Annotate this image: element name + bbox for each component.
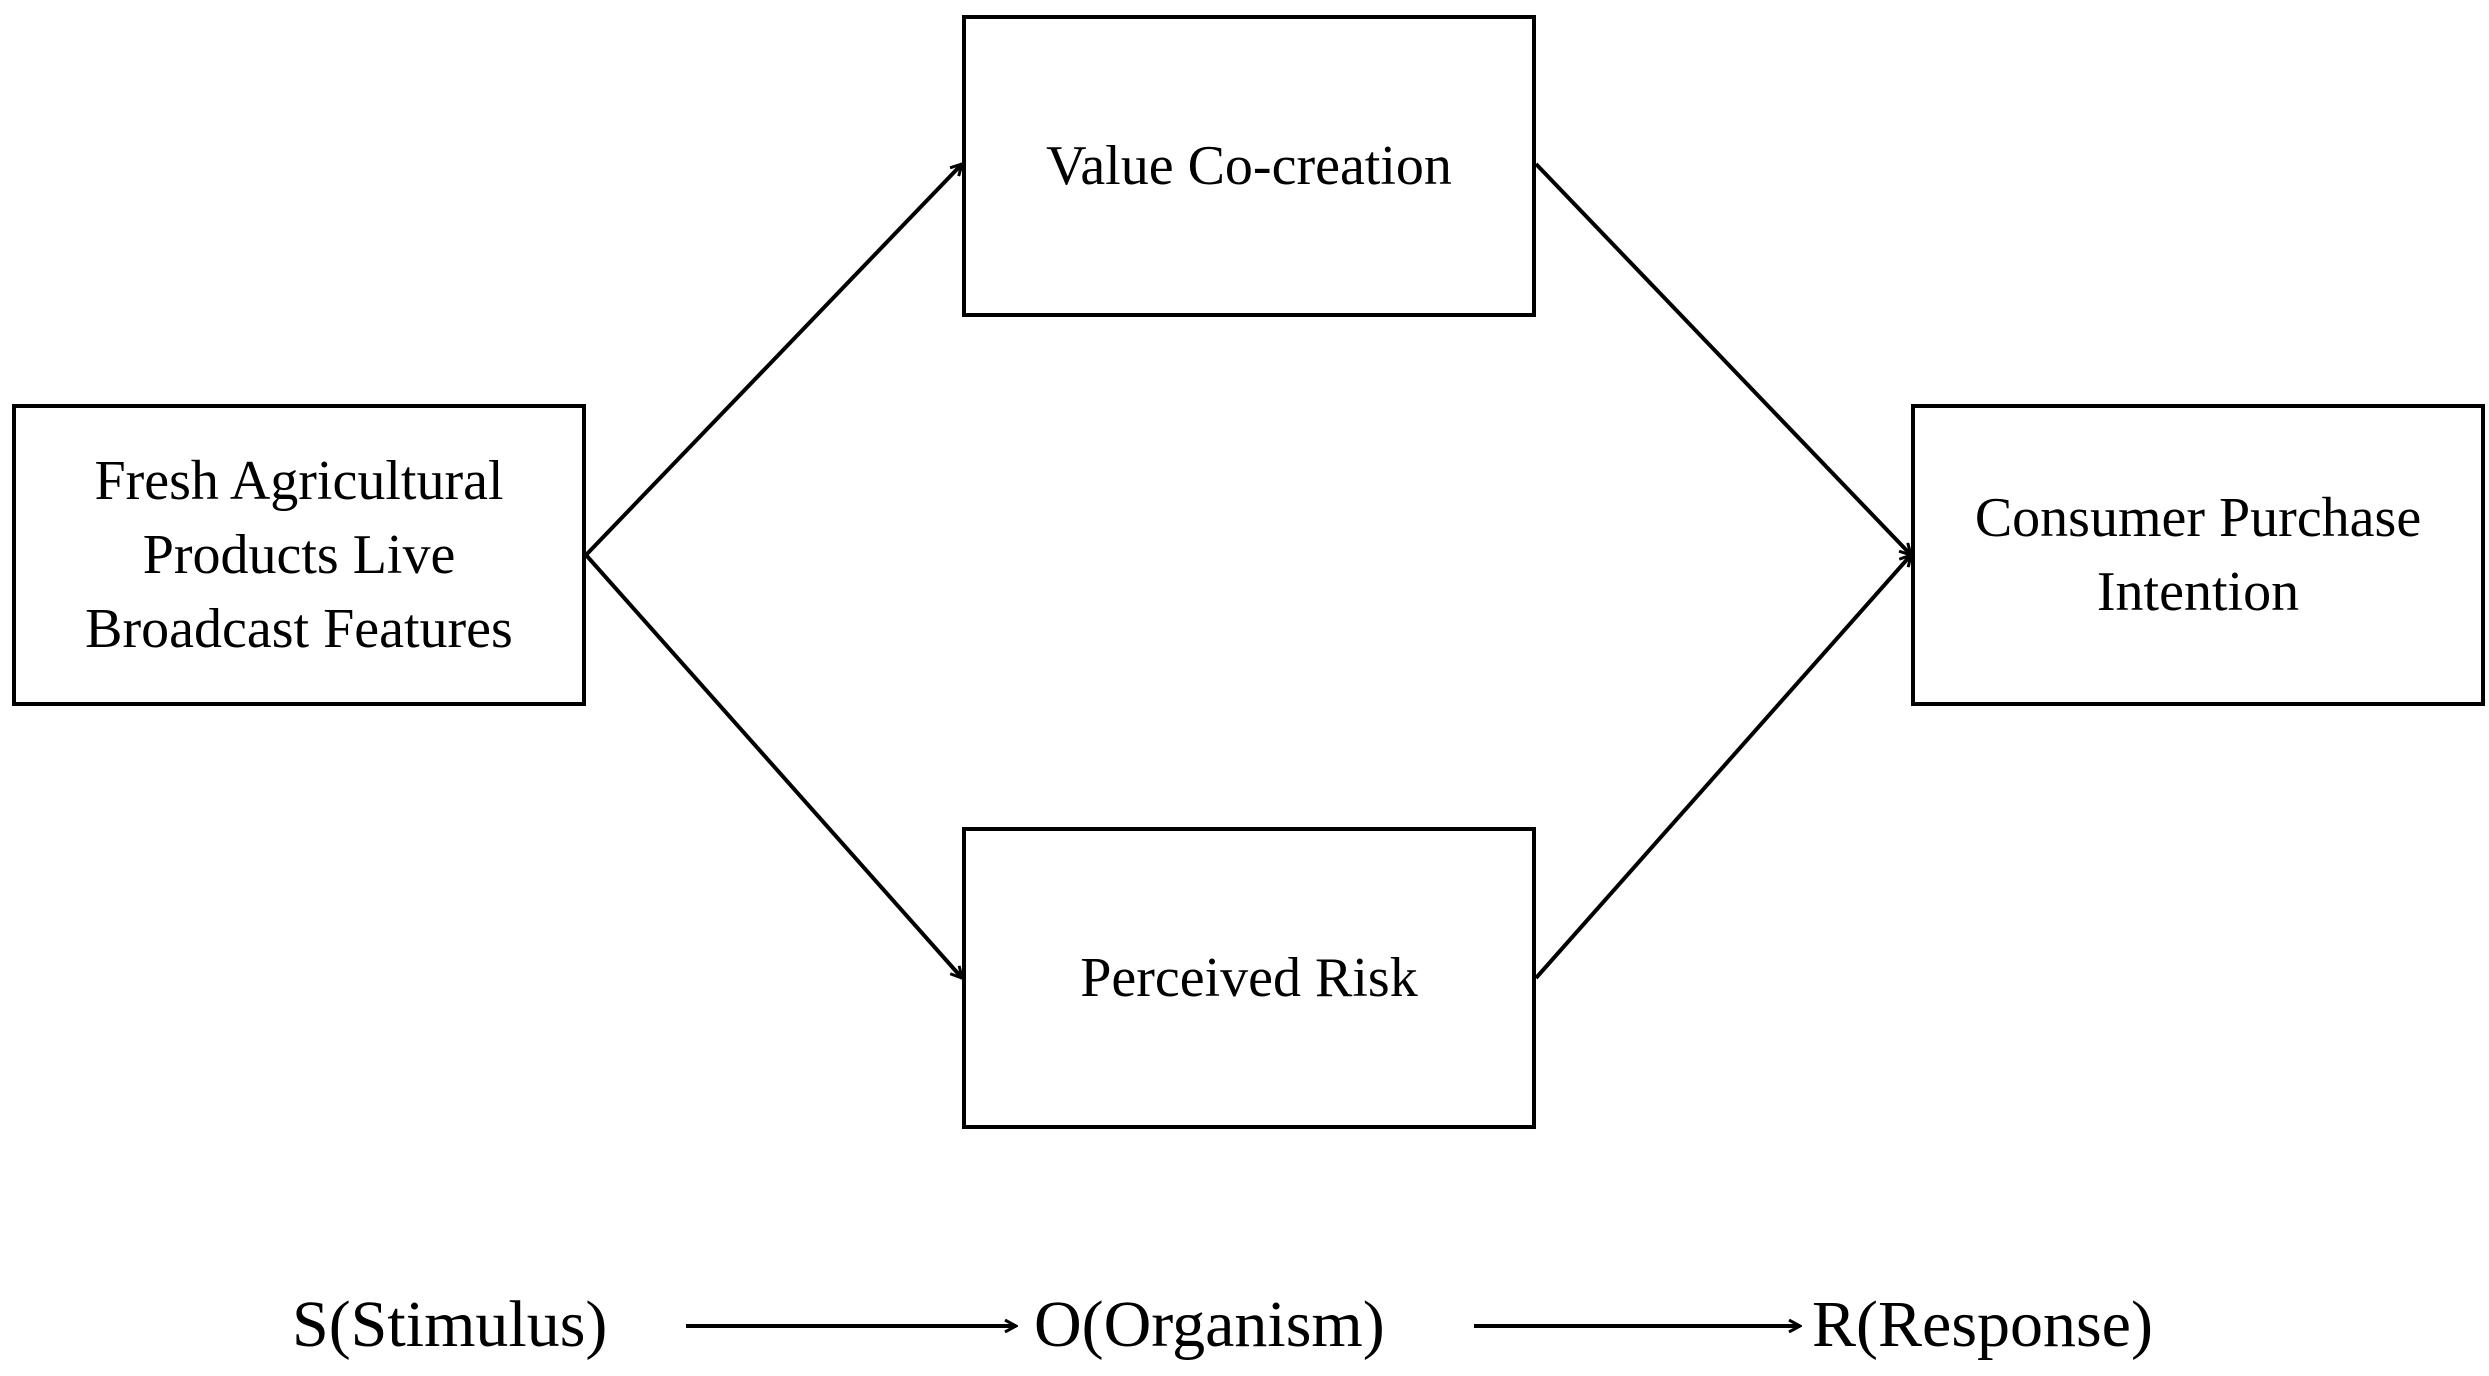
- sor-organism-label: O(Organism): [1034, 1288, 1385, 1361]
- sor-response-label: R(Response): [1812, 1288, 2153, 1361]
- node-stimulus: Fresh Agricultural Products Live Broadca…: [12, 404, 586, 706]
- node-purchase-intention: Consumer Purchase Intention: [1911, 404, 2485, 706]
- edge-stimulus-to-value-cocreation: [584, 164, 962, 557]
- node-stimulus-label: Fresh Agricultural Products Live Broadca…: [85, 450, 513, 660]
- node-purchase-intention-label: Consumer Purchase Intention: [1974, 487, 2422, 623]
- node-perceived-risk-label: Perceived Risk: [1080, 947, 1418, 1009]
- edge-value-cocreation-to-purchase-intention: [1534, 162, 1911, 555]
- node-perceived-risk: Perceived Risk: [962, 827, 1536, 1129]
- edge-stimulus-to-perceived-risk: [584, 553, 962, 978]
- edge-perceived-risk-to-purchase-intention: [1534, 555, 1911, 980]
- node-value-cocreation-label: Value Co-creation: [1046, 135, 1452, 197]
- node-value-cocreation: Value Co-creation: [962, 15, 1536, 317]
- sor-stimulus-label: S(Stimulus): [292, 1288, 608, 1361]
